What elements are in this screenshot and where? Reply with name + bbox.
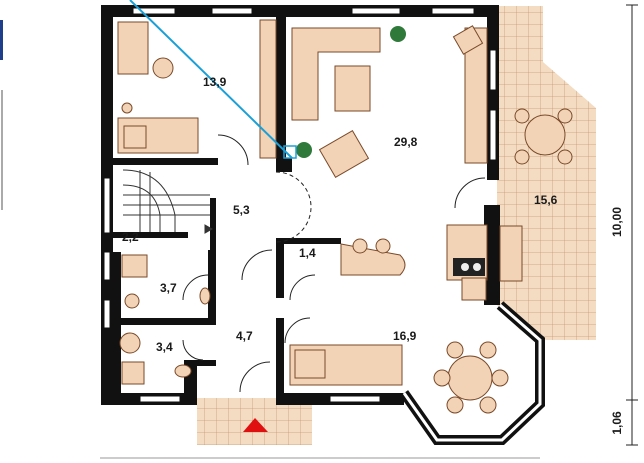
windows (103, 7, 497, 403)
pointer-marker (283, 145, 297, 159)
plant-icon (296, 26, 406, 158)
page-edge-mark-left (0, 20, 3, 60)
cabinet (464, 27, 488, 164)
coffee-table (334, 65, 371, 112)
doors (182, 134, 486, 393)
office-chair (152, 57, 174, 79)
furniture (117, 19, 573, 414)
stove (453, 258, 485, 276)
room-area-hall: 5,3 (233, 203, 250, 217)
sofa (291, 27, 381, 121)
room-area-living: 29,8 (394, 135, 418, 149)
bar-counter (340, 243, 406, 276)
room-area-corridor: 4,7 (236, 329, 253, 343)
terrace-table (524, 114, 566, 156)
room-area-kitchen: 16,9 (393, 329, 417, 343)
armchair (318, 129, 370, 179)
room-area-office: 13,9 (203, 75, 227, 89)
room-area-wc-upper: 3,7 (160, 281, 177, 295)
terrace-tiles (487, 6, 596, 340)
dimension-label-entry: 1,06 (610, 411, 624, 435)
room-area-terrace: 15,6 (534, 193, 558, 207)
bay-window (399, 301, 545, 445)
interior-walls (113, 17, 341, 397)
pointer-line (129, 0, 293, 159)
dimension-lines (626, 4, 638, 446)
room-area-wc-lower: 3,4 (156, 340, 173, 354)
office-desk (117, 21, 149, 75)
room-area-pantry: 1,4 (299, 246, 316, 260)
dimension-label-main: 10,00 (610, 207, 624, 237)
room-area-stair: 2,2 (122, 230, 139, 244)
dining-table (447, 355, 493, 401)
staircase (122, 169, 214, 234)
bookshelf (259, 19, 277, 159)
entry-arrow-icon (243, 418, 268, 432)
